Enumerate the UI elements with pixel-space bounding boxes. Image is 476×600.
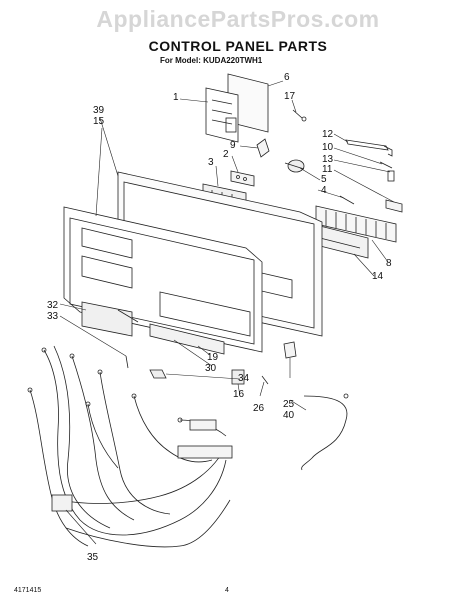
document-code: 4171415 bbox=[14, 587, 42, 594]
part-40-cable bbox=[301, 393, 349, 471]
callout-16: 16 bbox=[233, 389, 245, 400]
callout-19: 19 bbox=[207, 352, 219, 363]
diagram-title: CONTROL PANEL PARTS bbox=[148, 38, 328, 54]
callout-4: 4 bbox=[321, 185, 327, 196]
part-2-switch bbox=[230, 170, 255, 187]
part-19-30-bracket bbox=[149, 323, 225, 355]
callout-5: 5 bbox=[321, 174, 327, 185]
leader-lines bbox=[59, 80, 395, 545]
callout-30: 30 bbox=[205, 363, 217, 374]
callout-9: 9 bbox=[230, 140, 236, 151]
callout-6: 6 bbox=[284, 72, 290, 83]
part-26-screw bbox=[261, 375, 269, 385]
callout-14: 14 bbox=[372, 271, 384, 282]
callout-8: 8 bbox=[386, 258, 392, 269]
part-12-clip bbox=[345, 139, 393, 157]
part-control-module bbox=[205, 73, 269, 143]
callout-35: 35 bbox=[87, 552, 99, 563]
callout-2: 2 bbox=[223, 149, 229, 160]
callout-39: 39 bbox=[93, 105, 105, 116]
callout-33: 33 bbox=[47, 311, 59, 322]
part-5-knob bbox=[284, 159, 305, 173]
part-8-switch-bank bbox=[315, 205, 397, 243]
part-25-bracket bbox=[283, 341, 297, 359]
part-10-13-11-small-parts bbox=[379, 161, 403, 213]
callout-15: 15 bbox=[93, 116, 105, 127]
model-subtitle: For Model: KUDA220TWH1 bbox=[160, 56, 263, 65]
callout-26: 26 bbox=[253, 403, 265, 414]
callout-10: 10 bbox=[322, 142, 334, 153]
callout-1: 1 bbox=[173, 92, 179, 103]
callout-40: 40 bbox=[283, 410, 295, 421]
page-number: 4 bbox=[225, 587, 229, 594]
callout-11: 11 bbox=[322, 164, 333, 175]
callout-34: 34 bbox=[238, 373, 250, 384]
part-35-wire-harness bbox=[27, 345, 233, 548]
watermark-logo: AppliancePartsPros.com bbox=[96, 6, 380, 32]
part-34-clip bbox=[149, 369, 167, 379]
part-17-screw bbox=[292, 109, 307, 122]
callout-32: 32 bbox=[47, 300, 59, 311]
part-9-bracket bbox=[256, 138, 270, 158]
callout-13: 13 bbox=[322, 154, 334, 165]
part-32-cover bbox=[81, 301, 139, 337]
callout-3: 3 bbox=[208, 157, 214, 168]
callout-12: 12 bbox=[322, 129, 334, 140]
callout-17: 17 bbox=[284, 91, 296, 102]
part-33-screw bbox=[125, 355, 129, 369]
callout-25: 25 bbox=[283, 399, 295, 410]
